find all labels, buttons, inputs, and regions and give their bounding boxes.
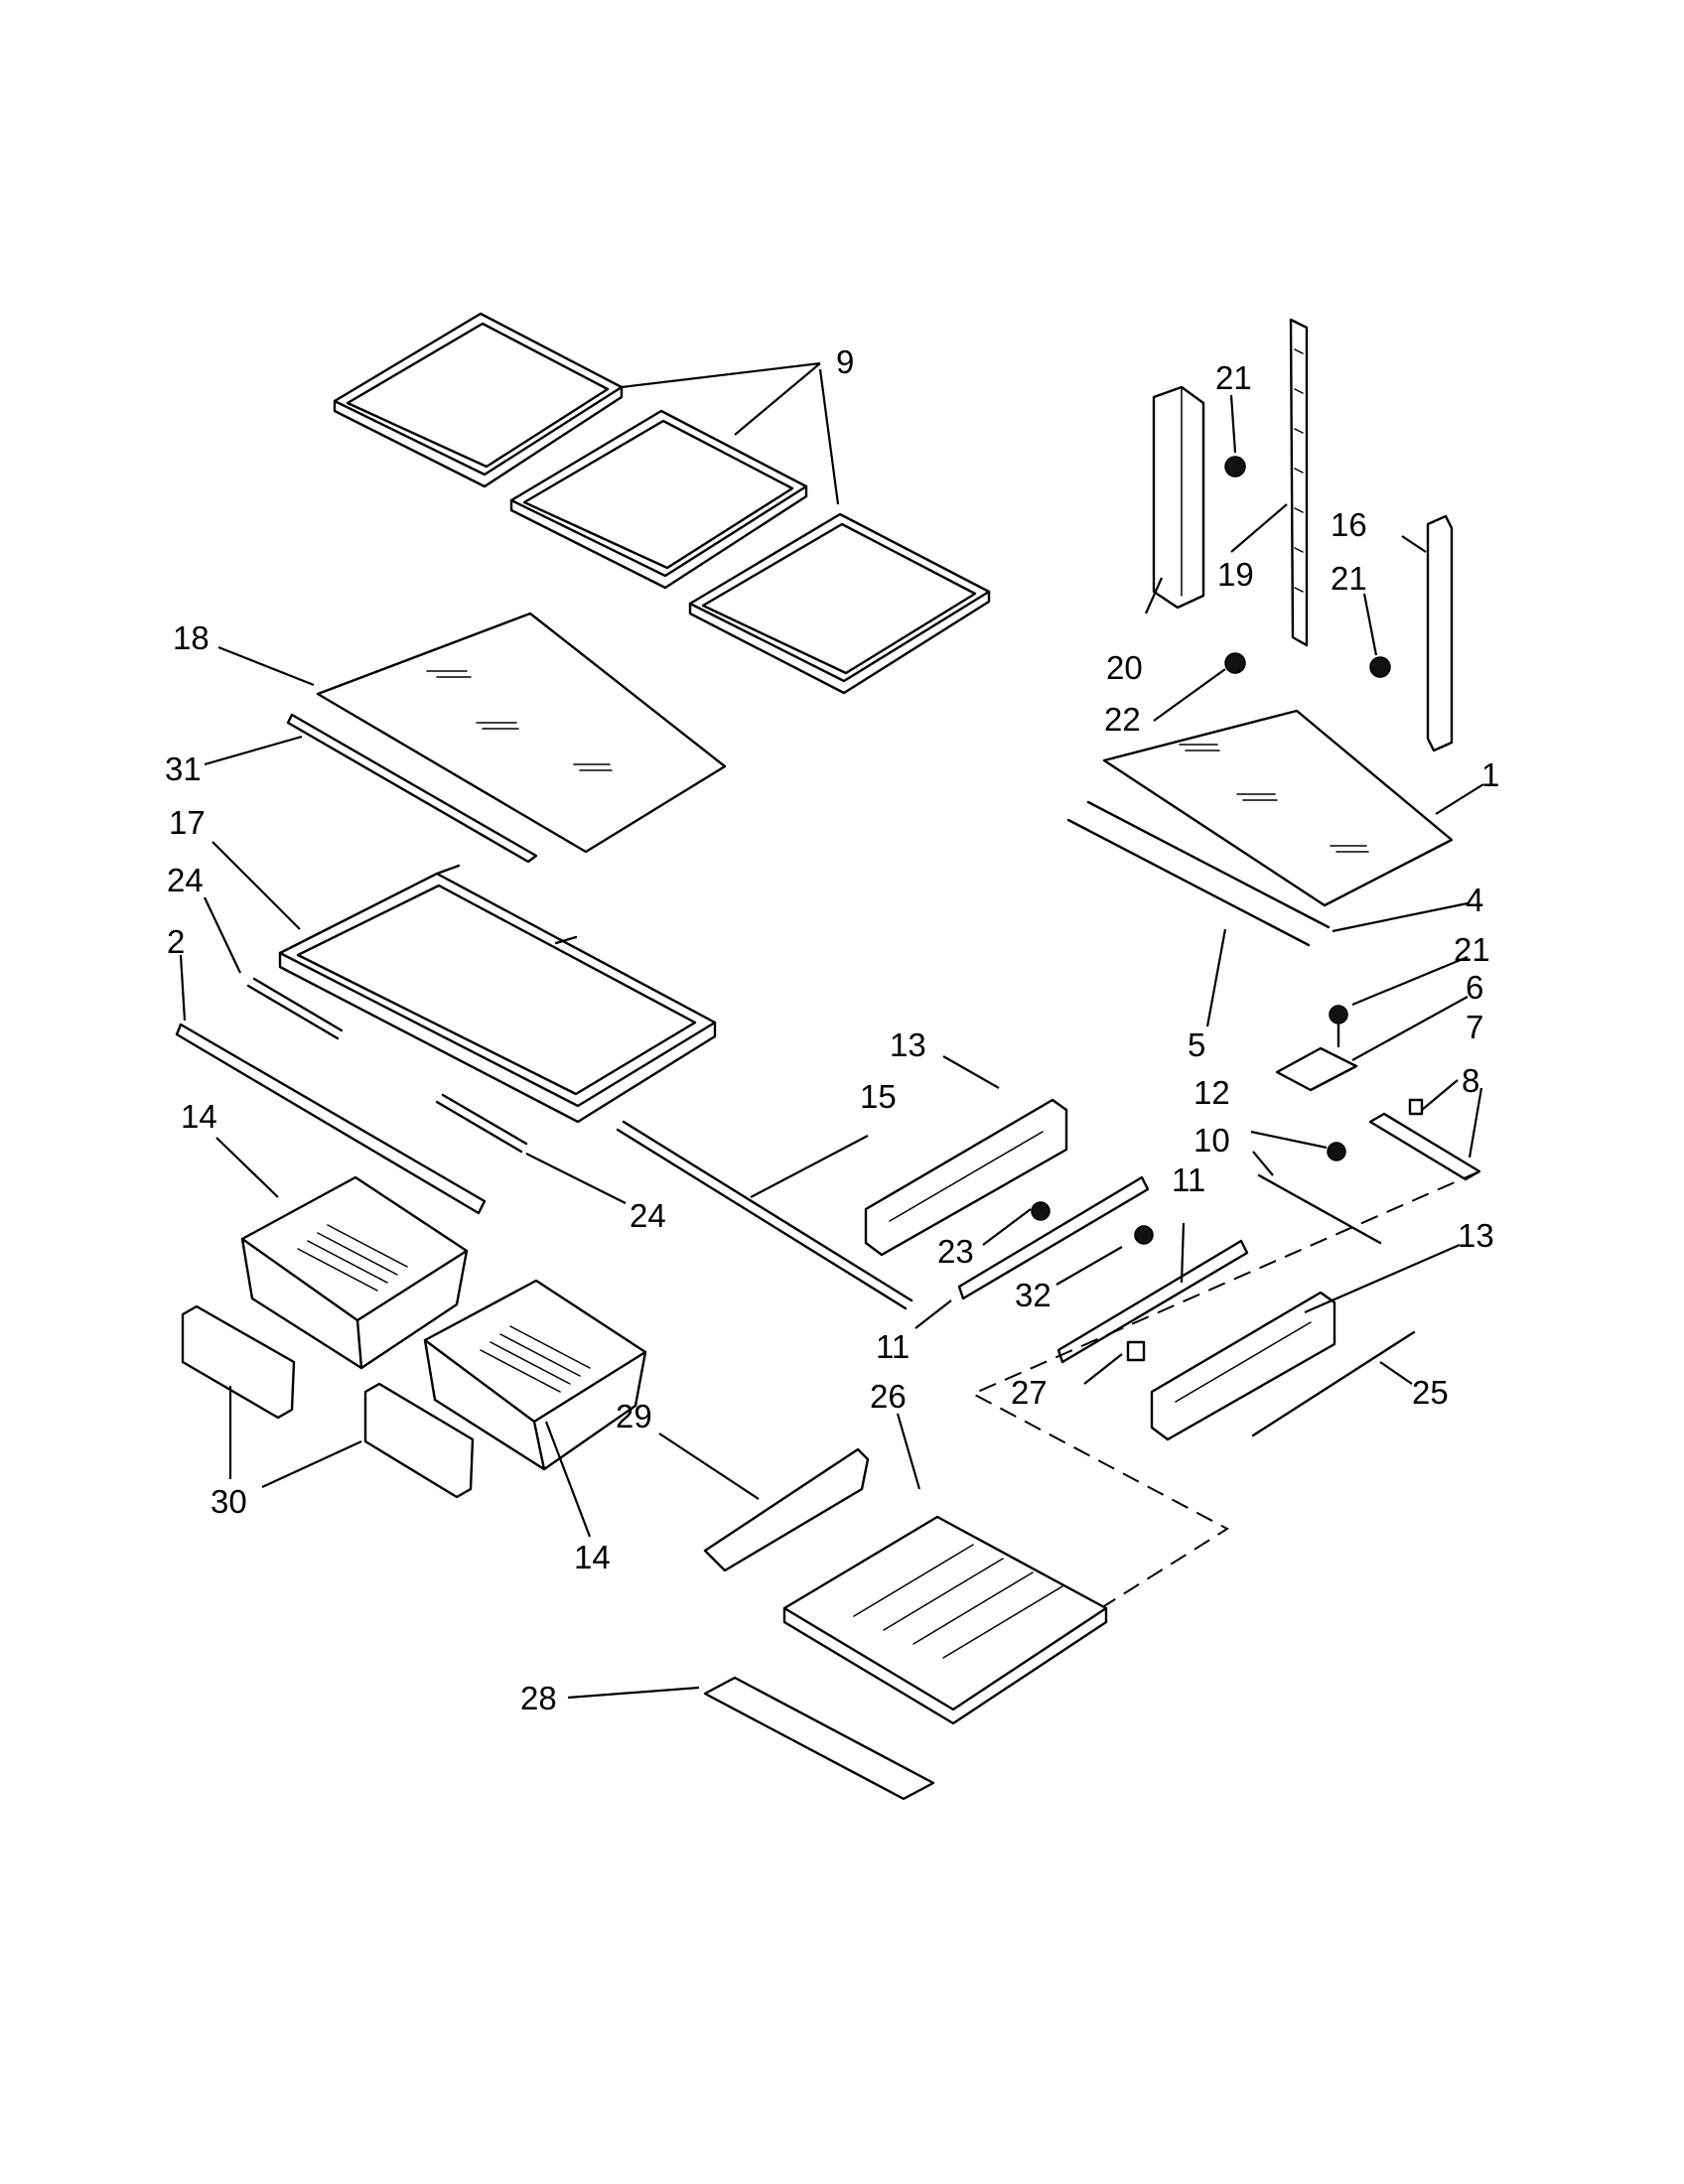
- callout-24-a: 24: [167, 862, 204, 898]
- callout-22: 22: [1104, 701, 1141, 738]
- channel-20: [1152, 385, 1205, 610]
- callout-21-c: 21: [1454, 931, 1490, 968]
- trim-5: [1066, 818, 1311, 947]
- screw-12: [1327, 1142, 1346, 1161]
- screw-21-c: [1329, 1005, 1348, 1048]
- callout-4: 4: [1466, 882, 1483, 918]
- clip-7: [1408, 1098, 1424, 1116]
- callout-2: 2: [167, 923, 185, 960]
- screw-23: [1031, 1201, 1051, 1221]
- callout-14-b: 14: [574, 1539, 611, 1575]
- callout-9: 9: [836, 343, 854, 380]
- crisper-pan-14-upper: [240, 1175, 469, 1370]
- callout-25: 25: [1412, 1374, 1449, 1411]
- callout-7: 7: [1466, 1009, 1483, 1045]
- callout-32: 32: [1015, 1277, 1052, 1313]
- callout-13-b: 13: [1458, 1217, 1494, 1254]
- callout-19: 19: [1217, 556, 1254, 593]
- reference-lines: [970, 1170, 1480, 1627]
- bracket-6: [1275, 1046, 1358, 1092]
- rail-15: [616, 1120, 913, 1310]
- shelf-9-top: [333, 312, 624, 488]
- bracket-13-lower: [1150, 1291, 1336, 1441]
- callouts: 9 21 16 21 19 20 22 18 31 1 17 24 2 4 21…: [165, 343, 1499, 1716]
- callout-11-a: 11: [1172, 1161, 1205, 1198]
- leader-lines: [179, 361, 1484, 1700]
- ladder-19: [1289, 318, 1309, 647]
- clip-24-upper: [246, 977, 344, 1040]
- crisper-cover-frame-17: [278, 864, 717, 1124]
- rod-10: [1257, 1173, 1382, 1245]
- glass-shelf-18: [316, 612, 727, 854]
- divider-29: [703, 1447, 870, 1572]
- callout-15: 15: [860, 1078, 897, 1115]
- callout-26: 26: [870, 1378, 907, 1415]
- callout-10: 10: [1193, 1122, 1230, 1159]
- trim-2: [175, 1023, 487, 1215]
- callout-20: 20: [1106, 649, 1143, 686]
- handle-30-right: [363, 1382, 475, 1499]
- rod-25: [1251, 1330, 1416, 1437]
- crisper-pan-14-lower: [423, 1279, 647, 1471]
- callout-6: 6: [1466, 969, 1483, 1006]
- handle-30-left: [181, 1304, 296, 1420]
- callout-27: 27: [1011, 1374, 1048, 1411]
- callout-8: 8: [1462, 1062, 1479, 1099]
- callout-12: 12: [1193, 1074, 1230, 1111]
- callout-14-a: 14: [181, 1098, 217, 1135]
- glass-shelf-1: [1102, 709, 1454, 907]
- callout-18: 18: [173, 619, 210, 656]
- handle-28: [703, 1676, 935, 1801]
- trim-4: [1086, 800, 1331, 929]
- pan-26: [782, 1515, 1108, 1725]
- screw-22: [1224, 652, 1246, 674]
- shelf-9-bottom: [688, 512, 991, 695]
- callout-21-a: 21: [1215, 359, 1252, 396]
- callout-28: 28: [520, 1680, 557, 1716]
- callout-16: 16: [1331, 506, 1367, 543]
- shelf-9-middle: [509, 409, 808, 590]
- callout-11-b: 11: [876, 1328, 910, 1365]
- callout-5: 5: [1188, 1026, 1205, 1063]
- screw-21-a: [1224, 456, 1246, 478]
- slide-11-right: [1056, 1239, 1249, 1364]
- bracket-16: [1426, 514, 1454, 752]
- callout-30: 30: [210, 1483, 247, 1520]
- bracket-13-upper: [864, 1098, 1068, 1257]
- clip-24-lower: [435, 1093, 528, 1154]
- bracket-8: [1368, 1112, 1481, 1181]
- trim-31: [286, 713, 538, 864]
- screw-21-b: [1369, 656, 1391, 678]
- callout-29: 29: [616, 1398, 652, 1434]
- callout-17: 17: [169, 804, 206, 841]
- callout-31: 31: [165, 751, 202, 787]
- clip-27: [1126, 1340, 1146, 1362]
- callout-23: 23: [937, 1233, 974, 1270]
- callout-24-b: 24: [630, 1197, 666, 1234]
- callout-13-a: 13: [890, 1026, 926, 1063]
- callout-21-b: 21: [1331, 560, 1367, 597]
- screw-32: [1134, 1225, 1154, 1245]
- callout-1: 1: [1481, 756, 1499, 793]
- slide-11-left: [957, 1175, 1150, 1300]
